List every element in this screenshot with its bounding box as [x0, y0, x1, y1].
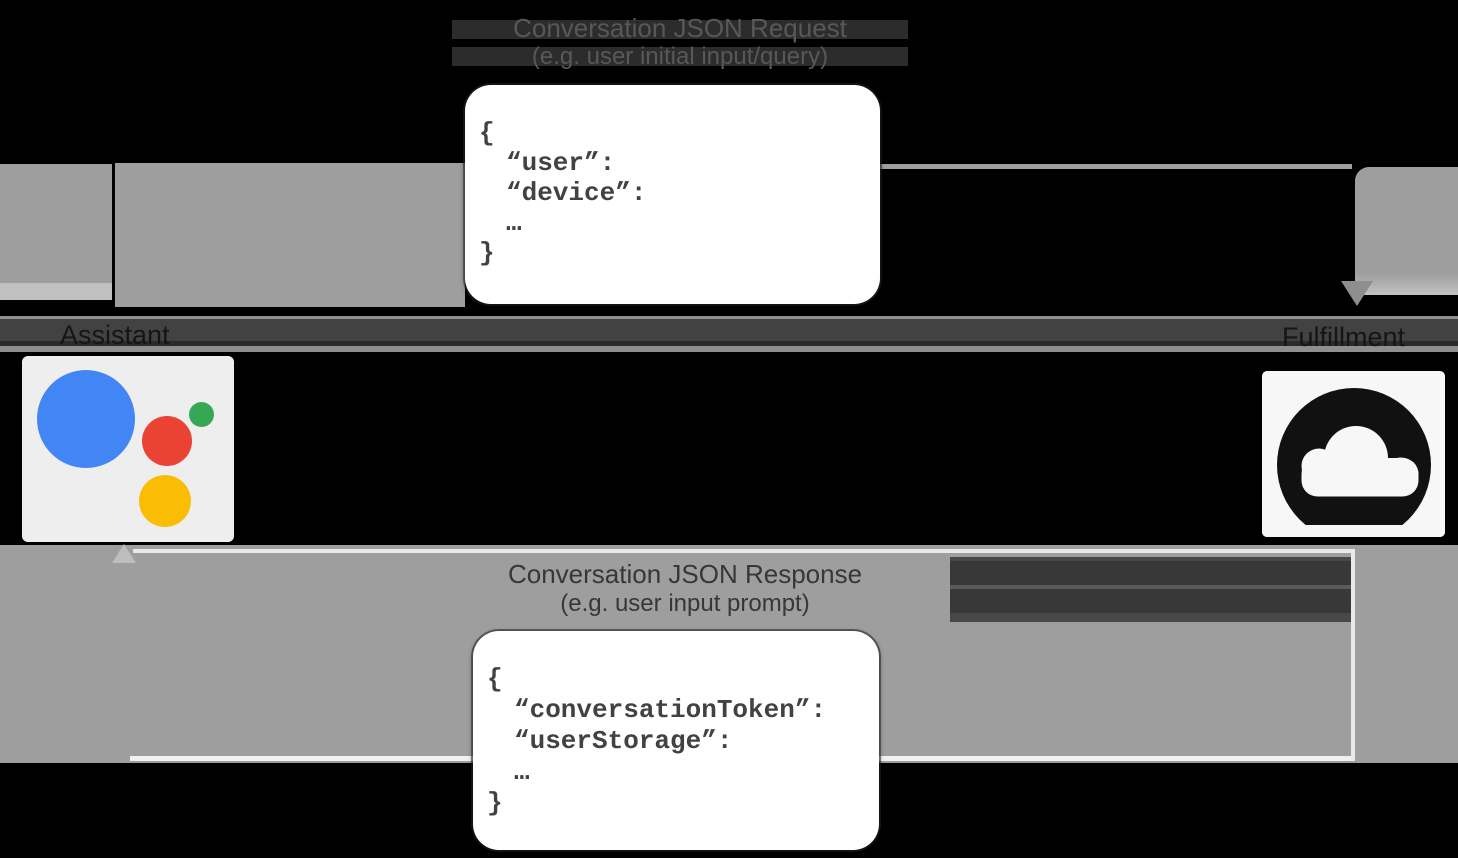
response-band-dark-strip — [950, 557, 1352, 622]
code-line: } — [479, 238, 495, 268]
code-line: “user”: — [506, 148, 616, 178]
google-cloud-icon — [1262, 388, 1445, 537]
code-line: “userStorage”: — [514, 726, 733, 756]
google-assistant-logo-green-circle-icon — [189, 402, 214, 427]
request-arrowhead-down-icon — [1341, 281, 1373, 306]
code-line: “conversationToken”: — [514, 695, 827, 725]
response-arrow-top-edge — [133, 549, 1351, 553]
mid-band-bottom-line — [0, 346, 1458, 352]
response-title: Conversation JSON Response — [507, 559, 863, 589]
code-line: … — [514, 757, 530, 787]
assistant-icon-tile — [22, 356, 234, 542]
code-line: … — [506, 208, 522, 238]
request-arrow-tail — [0, 164, 112, 283]
assistant-node-label: Assistant — [60, 320, 170, 350]
code-line: “device”: — [506, 178, 647, 208]
response-arrowhead-up-icon — [112, 544, 136, 563]
request-arrow-body — [115, 163, 465, 307]
request-json-card: { “user”: “device”: … } — [465, 85, 880, 304]
mid-band — [0, 319, 1458, 341]
response-json-code: { “conversationToken”: “userStorage”: … … — [487, 664, 873, 819]
request-arrow-elbow — [1355, 167, 1458, 295]
request-title: Conversation JSON Request — [513, 13, 847, 43]
request-subtitle: (e.g. user initial input/query) — [531, 43, 829, 70]
code-line: } — [487, 788, 503, 818]
request-arrow-top-edge — [878, 164, 1352, 169]
top-caption-backdrop-line1 — [452, 20, 908, 39]
code-line: { — [479, 118, 495, 148]
google-assistant-logo-blue-circle-icon — [37, 370, 135, 468]
response-json-card: { “conversationToken”: “userStorage”: … … — [473, 631, 879, 850]
fulfillment-node-label: Fulfillment — [1282, 322, 1406, 352]
response-subtitle: (e.g. user input prompt) — [560, 590, 810, 617]
google-assistant-logo-red-circle-icon — [142, 416, 192, 466]
request-json-code: { “user”: “device”: … } — [479, 118, 874, 268]
code-line: { — [487, 664, 503, 694]
request-arrow-tail-fade — [0, 283, 112, 300]
google-assistant-logo-yellow-circle-icon — [139, 475, 191, 527]
fulfillment-icon-tile — [1262, 371, 1445, 537]
top-caption-backdrop-line2 — [452, 47, 908, 66]
mid-band-dark-line — [0, 341, 1458, 346]
cloud-cutout-shape — [1301, 426, 1419, 497]
mid-band-top-line — [0, 316, 1458, 319]
response-arrow-elbow-edge — [1351, 549, 1355, 761]
